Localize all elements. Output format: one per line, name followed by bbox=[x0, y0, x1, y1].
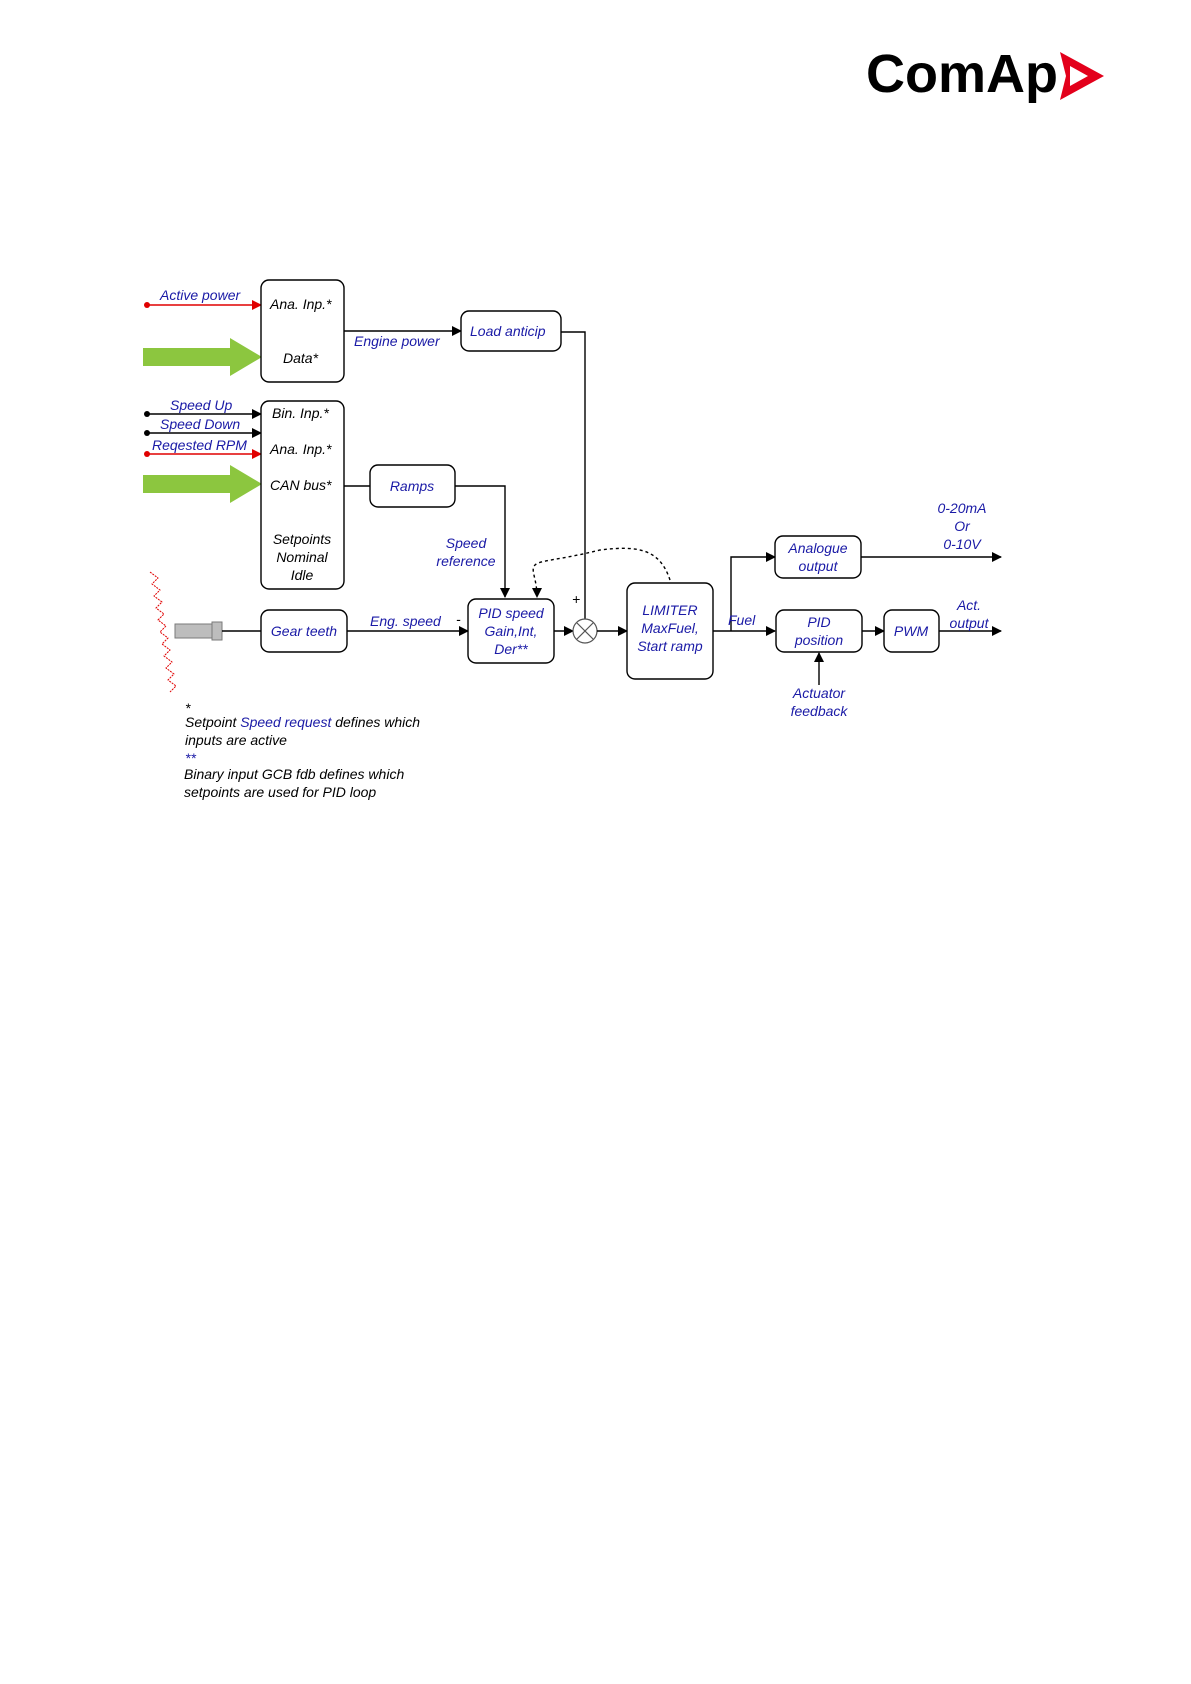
comap-logo: ComAp bbox=[866, 44, 1104, 104]
svg-text:**: ** bbox=[185, 750, 196, 766]
svg-text:PWM: PWM bbox=[894, 623, 929, 639]
current-output-label: 0-20mA Or 0-10V bbox=[937, 500, 986, 552]
svg-text:Start ramp: Start ramp bbox=[637, 638, 703, 654]
svg-text:Analogue: Analogue bbox=[787, 540, 847, 556]
svg-text:Or: Or bbox=[954, 518, 971, 534]
svg-text:0-20mA: 0-20mA bbox=[937, 500, 986, 516]
svg-text:Data*: Data* bbox=[283, 350, 319, 366]
svg-text:Idle: Idle bbox=[291, 567, 314, 583]
speed-reference-line bbox=[455, 485, 510, 598]
svg-text:Nominal: Nominal bbox=[276, 549, 328, 565]
speed-down-input: Speed Down bbox=[144, 416, 262, 438]
logo-mark-icon bbox=[1060, 52, 1104, 100]
summing-junction-icon bbox=[572, 618, 598, 644]
block-inputs-setpoints: Bin. Inp.* Ana. Inp.* CAN bus* Setpoints… bbox=[260, 400, 345, 590]
svg-text:Setpoint Speed request defines: Setpoint Speed request defines which bbox=[185, 714, 420, 730]
block-analogue-output: Analogue output bbox=[774, 535, 862, 579]
requested-rpm-input: Reqested RPM bbox=[144, 437, 262, 459]
gear-wheel-icon bbox=[149, 571, 177, 693]
svg-text:0-10V: 0-10V bbox=[943, 536, 982, 552]
block-pid-position: PID position bbox=[775, 609, 863, 653]
svg-text:CAN bus*: CAN bus* bbox=[270, 477, 332, 493]
actuator-feedback-label: Actuator feedback bbox=[791, 685, 849, 719]
svg-text:Binary input GCB fdb defines w: Binary input GCB fdb defines which bbox=[184, 766, 404, 782]
svg-text:Gear teeth: Gear teeth bbox=[271, 623, 337, 639]
svg-text:-: - bbox=[456, 611, 461, 627]
svg-text:Reqested RPM: Reqested RPM bbox=[152, 437, 247, 453]
block-limiter: LIMITER MaxFuel, Start ramp bbox=[626, 582, 714, 680]
block-gear-teeth: Gear teeth bbox=[260, 609, 348, 653]
svg-text:Active power: Active power bbox=[159, 287, 241, 303]
svg-text:Speed: Speed bbox=[446, 535, 488, 551]
svg-text:Ramps: Ramps bbox=[390, 478, 434, 494]
svg-text:inputs are active: inputs are active bbox=[185, 732, 287, 748]
svg-text:Speed Down: Speed Down bbox=[160, 416, 240, 432]
svg-text:MaxFuel,: MaxFuel, bbox=[641, 620, 699, 636]
block-ramps: Ramps bbox=[369, 464, 456, 508]
block-load-anticip: Load anticip bbox=[460, 310, 562, 352]
engine-power-line: Engine power bbox=[344, 326, 462, 349]
svg-text:Setpoints: Setpoints bbox=[273, 531, 331, 547]
svg-text:Actuator: Actuator bbox=[792, 685, 846, 701]
svg-text:PID speed: PID speed bbox=[478, 605, 545, 621]
load-anticip-line bbox=[561, 331, 590, 639]
svg-text:output: output bbox=[799, 558, 839, 574]
svg-text:Speed Up: Speed Up bbox=[170, 397, 232, 413]
svg-text:Der**: Der** bbox=[494, 641, 528, 657]
svg-text:Fuel: Fuel bbox=[728, 612, 756, 628]
svg-text:position: position bbox=[794, 632, 843, 648]
footnotes: * Setpoint Speed request defines which i… bbox=[184, 700, 420, 800]
svg-text:PID: PID bbox=[807, 614, 830, 630]
svg-text:Engine power: Engine power bbox=[354, 333, 441, 349]
act-output-label: Act. output bbox=[950, 597, 990, 631]
data-input-arrow-icon bbox=[143, 338, 262, 376]
eng-speed-line: Eng. speed - bbox=[347, 611, 469, 636]
svg-text:*: * bbox=[185, 700, 191, 716]
block-pid-speed: PID speed Gain,Int, Der** bbox=[467, 598, 555, 664]
svg-text:Ana. Inp.*: Ana. Inp.* bbox=[269, 296, 332, 312]
svg-text:reference: reference bbox=[436, 553, 495, 569]
svg-text:feedback: feedback bbox=[791, 703, 849, 719]
fuel-line: Fuel bbox=[713, 552, 776, 636]
svg-text:Act.: Act. bbox=[956, 597, 981, 613]
svg-text:setpoints are used for PID loo: setpoints are used for PID loop bbox=[184, 784, 376, 800]
svg-text:output: output bbox=[950, 615, 990, 631]
logo-text: ComAp bbox=[866, 44, 1058, 104]
svg-text:Load anticip: Load anticip bbox=[470, 323, 546, 339]
svg-text:Eng. speed: Eng. speed bbox=[370, 613, 442, 629]
speed-up-input: Speed Up bbox=[144, 397, 262, 419]
svg-text:Gain,Int,: Gain,Int, bbox=[485, 623, 538, 639]
speed-reference-label: Speed reference bbox=[436, 535, 495, 569]
svg-text:LIMITER: LIMITER bbox=[642, 602, 697, 618]
block-pwm: PWM bbox=[883, 609, 940, 653]
block-analog-data: Ana. Inp.* Data* bbox=[260, 279, 345, 383]
plus-sign: + bbox=[572, 591, 580, 607]
can-input-arrow-icon bbox=[143, 465, 262, 503]
svg-text:Bin. Inp.*: Bin. Inp.* bbox=[272, 405, 329, 421]
svg-text:Ana. Inp.*: Ana. Inp.* bbox=[269, 441, 332, 457]
speed-sensor-icon bbox=[174, 621, 261, 641]
active-power-input: Active power bbox=[144, 287, 262, 310]
